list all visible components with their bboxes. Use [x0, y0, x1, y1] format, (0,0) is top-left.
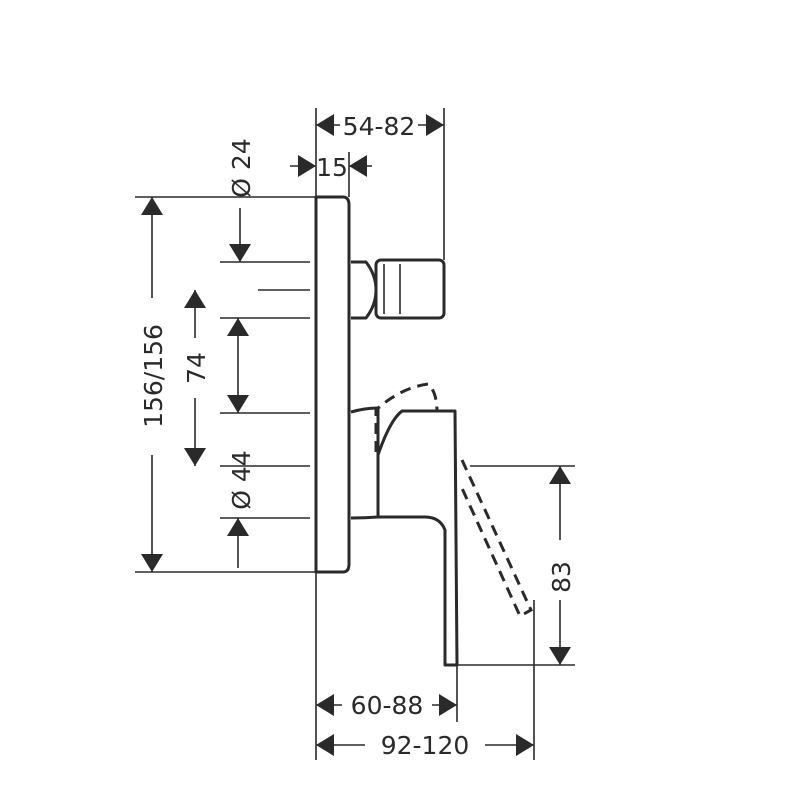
extension-lines	[135, 108, 575, 760]
lever-up-dashed	[374, 382, 439, 452]
dim-mid-arrows	[227, 318, 249, 413]
dim-diameter-24: Ø 24	[227, 138, 256, 262]
dim-83: 83	[547, 466, 576, 665]
diverter-knob	[351, 258, 446, 320]
dim-wall-thickness-label: 15	[316, 153, 348, 182]
dim-lever-height-label: 83	[547, 561, 576, 593]
dim-74: 74	[182, 290, 211, 466]
dim-depth-mid-label: 60-88	[351, 691, 424, 720]
dim-60-88: 60-88	[316, 691, 457, 720]
dim-92-120: 92-120	[316, 731, 534, 760]
dim-diameter-top-label: Ø 24	[227, 138, 256, 197]
dim-depth-top-label: 54-82	[343, 112, 416, 141]
lever-arm	[376, 409, 459, 667]
dim-spacing-label: 74	[182, 352, 211, 384]
dim-diameter-44: Ø 44	[227, 450, 256, 568]
dim-diameter-mid-label: Ø 44	[227, 450, 256, 509]
cover-plate	[314, 195, 351, 574]
lever-down-dashed	[459, 459, 533, 619]
lever-handle	[350, 406, 380, 520]
dim-depth-bottom-label: 92-120	[381, 731, 470, 760]
mixer-body	[314, 195, 533, 667]
dim-15: 15	[290, 153, 372, 182]
dim-156: 156/156	[139, 197, 168, 572]
dim-height-total-label: 156/156	[139, 324, 168, 428]
dim-54-82: 54-82	[316, 112, 444, 141]
